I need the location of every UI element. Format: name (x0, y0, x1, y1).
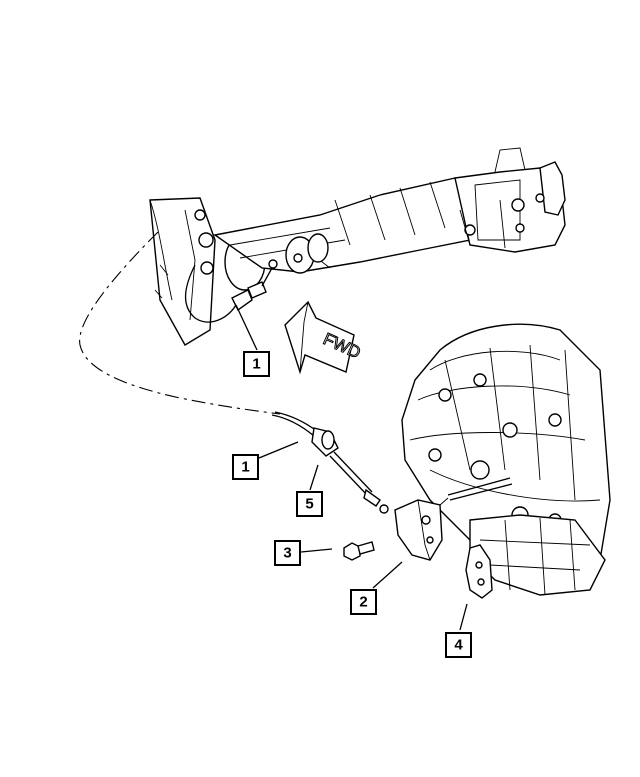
callout-1-upper-label: 1 (252, 356, 260, 373)
steering-column-assembly (149, 147, 566, 346)
callout-2: 2 (350, 589, 377, 615)
callout-5-label: 5 (305, 496, 313, 513)
leader-lines (235, 304, 468, 631)
cable-clip (465, 544, 493, 599)
callout-3: 3 (274, 540, 301, 566)
callout-2-label: 2 (359, 594, 367, 611)
callout-3-label: 3 (283, 545, 291, 562)
callout-1-lower-label: 1 (241, 459, 249, 476)
cable-bracket (394, 497, 449, 561)
callout-1-lower: 1 (232, 454, 259, 480)
transmission (401, 323, 611, 596)
callout-5: 5 (296, 491, 323, 517)
callout-1-upper: 1 (243, 351, 270, 377)
callout-4-label: 4 (454, 637, 463, 654)
bolt (343, 541, 375, 561)
callout-4: 4 (445, 632, 472, 658)
shift-cable (79, 231, 389, 514)
forward-arrow: FWD (284, 300, 364, 375)
